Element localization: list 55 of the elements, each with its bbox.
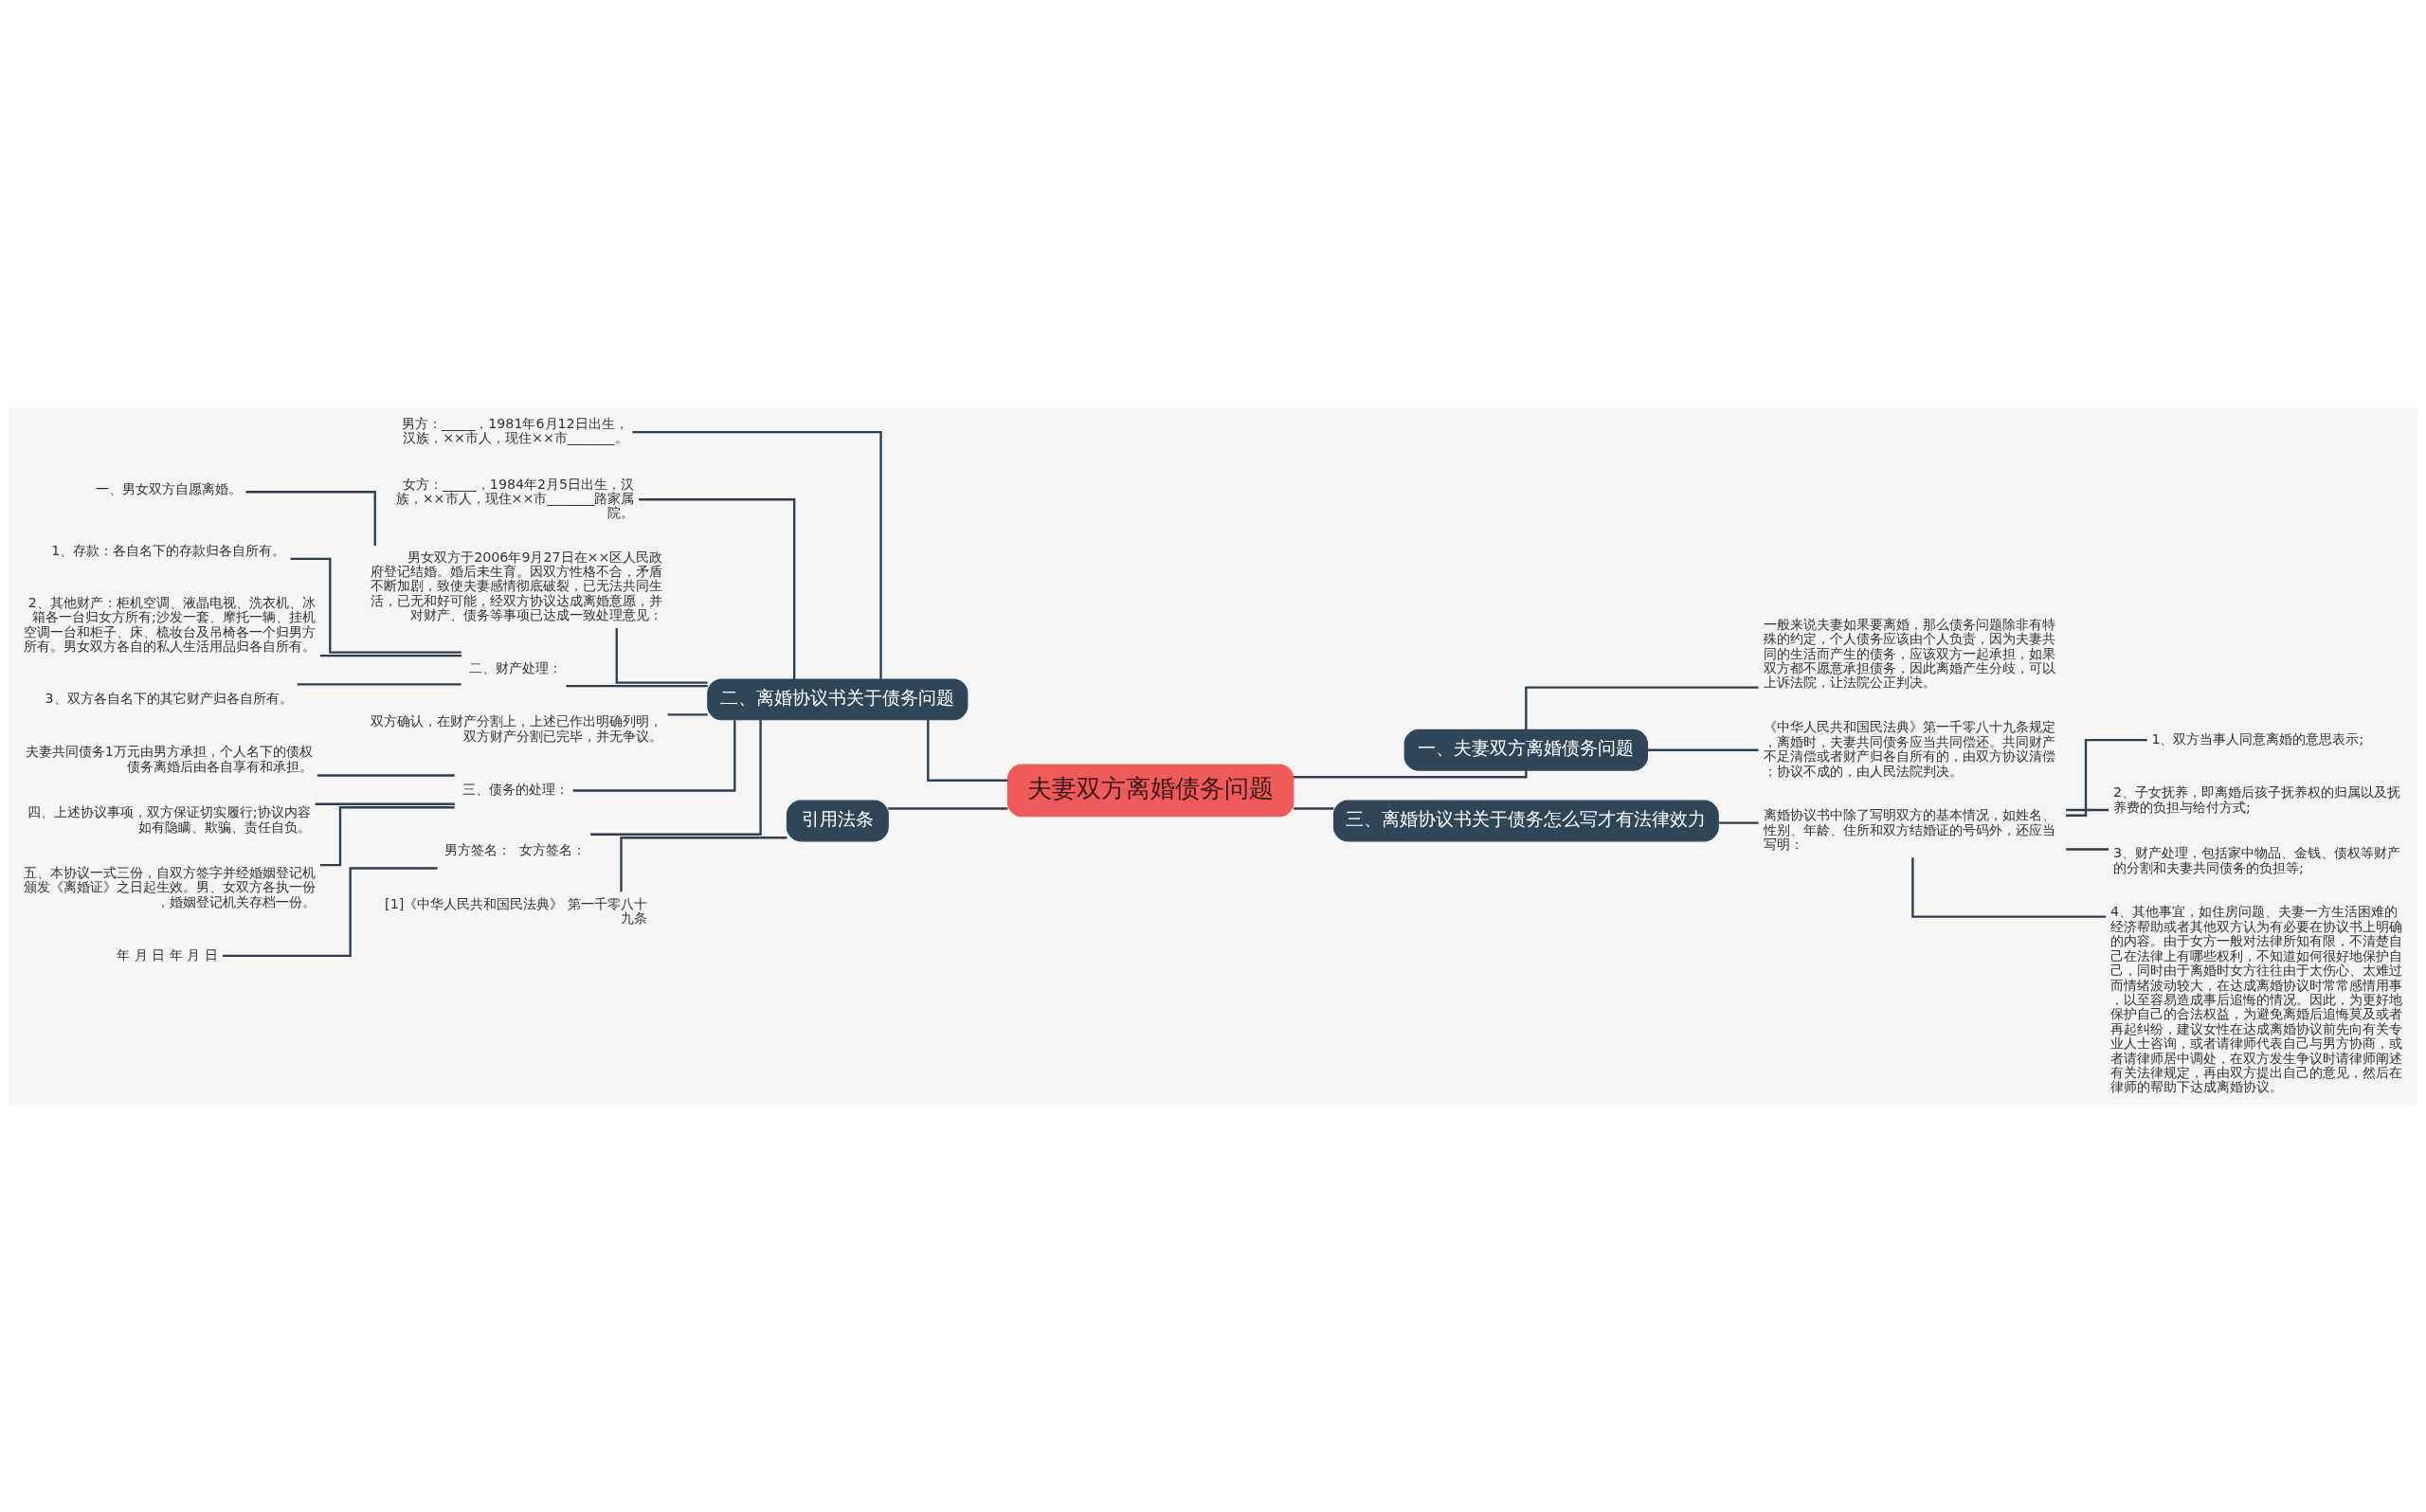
connector [1525, 686, 1759, 730]
connector [297, 683, 462, 686]
node-text: 2、其他财产：柜机空调、液晶电视、洗衣机、冰箱各一台归女方所有;沙发一套、摩托一辆、挂机空调一台和柜子、床、梳妆台及吊椅各一个归男方所有。男女双方各自的私人生活用品归各自所有。 [23, 594, 316, 654]
node-text: 3、双方各自名下的其它财产归各自所有。 [45, 691, 293, 707]
connector [245, 491, 376, 546]
connector [1294, 807, 1334, 810]
node-text: 1、存款：各自名下的存款归各自所有。 [51, 542, 286, 558]
node-text: 离婚协议书中除了写明双方的基本情况，如姓名、性别、年龄、住所和双方结婚证的号码外，还应当写明： [1763, 807, 2055, 853]
node-text: 《中华人民共和国民法典》第一千零八十九条规定，离婚时，夫妻共同债务应当共同偿还。共同财产不足清偿或者财产归各自所有的，由双方协议清偿；协议不成的，由人民法院判决。 [1763, 719, 2055, 779]
node-box: 一、夫妻双方离婚债务问题 [1403, 729, 1649, 771]
connector [1294, 770, 1528, 779]
connector [566, 684, 708, 688]
node-text: 夫妻共同债务1万元由男方承担，个人名下的债权债务离婚后由各自享有和承担。 [25, 744, 313, 774]
connector [290, 557, 462, 654]
node-text: 年 月 日 年 月 日 [117, 946, 218, 963]
node-box: 二、离婚协议书关于债务问题 [707, 678, 969, 721]
connector [888, 807, 1008, 810]
node-text: 男女双方于2006年9月27日在××区人民政府登记结婚。婚后未生育。因双方性格不合，矛盾不断加剧，致使夫妻感情彻底破裂，已无法共同生活，已无和好可能，经双方协议达成离婚意愿，并对财产、债务等事项已达成一致处理意见： [371, 549, 663, 623]
connector [667, 713, 708, 716]
connector [2066, 738, 2147, 817]
node-text: 1、双方当事人同意离婚的意思表示; [2151, 730, 2364, 747]
connector [927, 719, 1008, 782]
node-text: 女方：_____，1984年2月5日出生，汉族，××市人，现住××市_______路家属院。 [395, 476, 635, 521]
node-text: 男方：_____，1981年6月12日出生，汉族，××市人，现住××市_______。 [401, 416, 628, 446]
connector [2066, 848, 2109, 851]
connector [319, 806, 455, 867]
connector [590, 720, 762, 836]
node-text: 五、本协议一式三份，自双方签字并经婚姻登记机颁发《离婚证》之日起生效。男、女双方各执一份，婚姻登记机关存档一份。 [23, 864, 316, 909]
node-box: 夫妻双方离婚债务问题 [1006, 764, 1294, 818]
connector [317, 774, 455, 777]
connector [620, 837, 788, 892]
connector [1718, 821, 1759, 824]
connector [315, 802, 455, 805]
node-text: 男方签名： 女方签名： [444, 842, 587, 858]
node-text: 3、财产处理，包括家中物品、金钱、债权等财产的分割和夫妻共同债务的负担等; [2113, 845, 2401, 875]
node-text: 4、其他事宜，如住房问题、夫妻一方生活困难的经济帮助或者其他双方认为有必要在协议书上明确的内容。由于女方一般对法律所知有限，不清楚自己在法律上有哪些权利，不知道如何很好地保护自己，同时由于离婚时女方往往由于太伤心、太难过而情绪波动较大，在达成离婚协议时常常感情用事，以至容易造成事后追悔的情况。因此，为更好地保护自己的合法权益，为避免离婚后追悔莫及或者再起纠纷，建议女性在达成离婚协议前先向有关专业人士咨询，或者请律师代表自己与男方协商，或者请律师居中调处，在双方发生争议时请律师阐述有关法律规定，再由双方提出自己的意见，然后在律师的帮助下达成离婚协议。 [2110, 904, 2403, 1095]
node-box: 引用法条 [786, 800, 889, 842]
node-text: 一、男女双方自愿离婚。 [95, 481, 242, 497]
connector [2066, 808, 2109, 812]
node-text: 二、财产处理： [468, 660, 562, 676]
connector [320, 654, 462, 657]
connector [615, 628, 708, 684]
connector [632, 430, 882, 679]
node-text: 2、子女抚养，即离婚后孩子抚养权的归属以及抚养费的负担与给付方式; [2113, 784, 2401, 815]
node-text: 双方确认，在财产分割上，上述已作出明确列明，双方财产分割已完毕，并无争议。 [371, 713, 663, 744]
connector [1647, 748, 1759, 751]
connector [572, 720, 736, 792]
node-text: 四、上述协议事项，双方保证切实履行;协议内容如有隐瞒、欺骗、责任自负。 [27, 804, 311, 835]
node-text: 一般来说夫妻如果要离婚，那么债务问题除非有特殊的约定，个人债务应该由个人负责，因为夫妻共同的生活而产生的债务，应该双方一起承担，如果双方都不愿意承担债务，因此离婚产生分歧，可以上诉法院，让法院公正判决。 [1763, 616, 2055, 691]
node-box: 三、离婚协议书关于债务怎么写才有法律效力 [1332, 800, 1719, 842]
connector [222, 867, 438, 958]
connector [639, 498, 796, 679]
connector [1911, 857, 2107, 918]
node-text: 三、债务的处理： [462, 782, 569, 798]
node-text: [1]《中华人民共和国民法典》 第一千零八十九条 [385, 895, 647, 926]
